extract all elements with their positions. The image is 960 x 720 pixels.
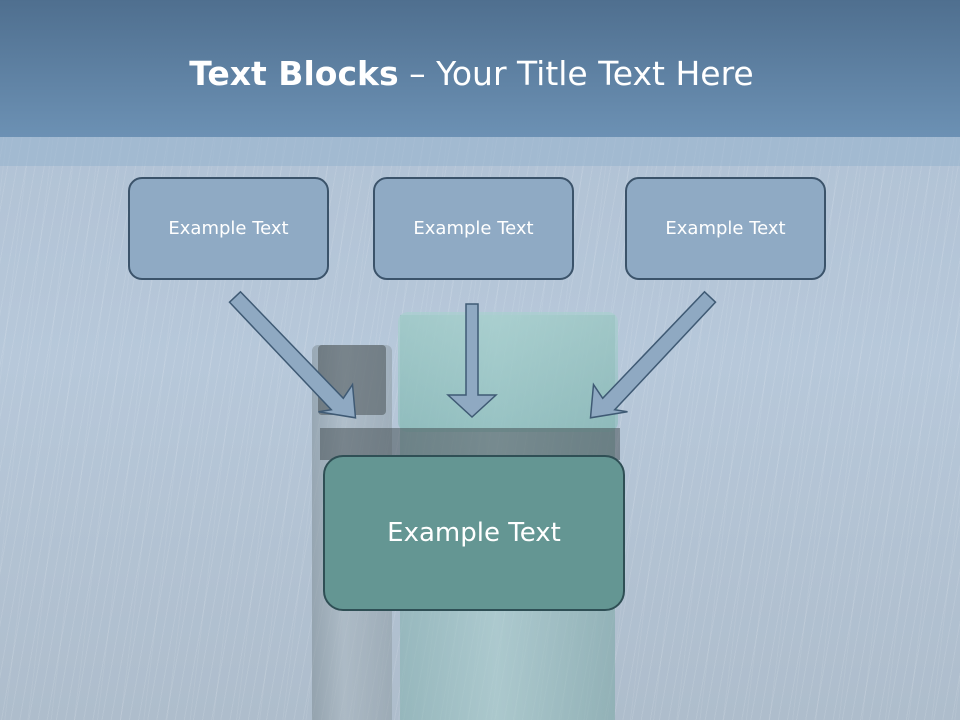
- text-block-3[interactable]: Example Text: [625, 177, 826, 280]
- slide-title[interactable]: Text Blocks – Your Title Text Here: [0, 52, 943, 96]
- arrow-left-diagonal[interactable]: [228, 290, 357, 419]
- rain-gauge-band-image: [320, 428, 620, 460]
- arrow-right-diagonal[interactable]: [589, 290, 717, 419]
- title-dash: –: [398, 54, 437, 93]
- text-block-1-label: Example Text: [168, 218, 289, 239]
- title-bar-strip: [0, 137, 960, 166]
- rain-gauge-funnel-image: [398, 312, 618, 432]
- title-rest-part: Your Title Text Here: [436, 54, 754, 93]
- text-block-1[interactable]: Example Text: [128, 177, 329, 280]
- text-block-2[interactable]: Example Text: [373, 177, 574, 280]
- title-bold-part: Text Blocks: [189, 54, 399, 93]
- arrow-center-down[interactable]: [446, 303, 498, 419]
- title-bar: [0, 0, 960, 137]
- text-block-2-label: Example Text: [413, 218, 534, 239]
- center-text-block-label: Example Text: [387, 518, 561, 548]
- text-block-3-label: Example Text: [665, 218, 786, 239]
- center-text-block[interactable]: Example Text: [323, 455, 625, 611]
